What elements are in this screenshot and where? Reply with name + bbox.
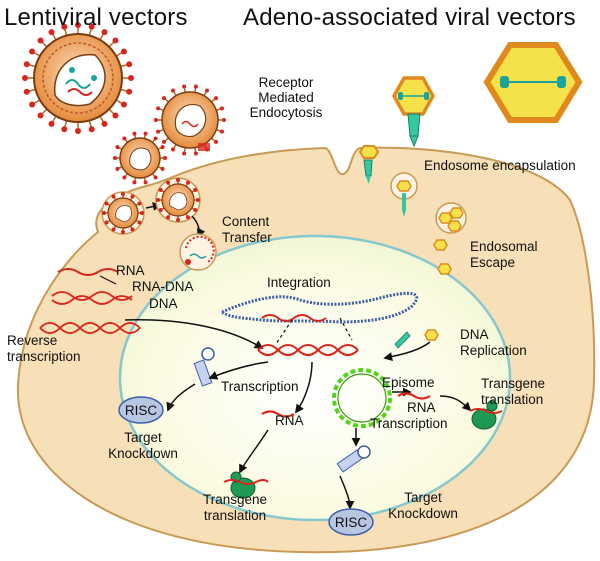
arrow-to-translation-right [439,395,472,412]
risc-complex-bottom [328,508,374,536]
aav-endosome-2 [435,202,467,234]
aav-escaped-capsids [424,239,452,341]
transgene-bottom-label-2: translation [203,508,267,523]
arrow-to-risc-left [166,383,196,412]
dna-replication-label-1: DNA [460,327,489,342]
aav-ssdna [394,331,411,349]
transgene-bottom-label-1: Transgene [202,492,268,507]
mrna-center [261,410,295,418]
arrow-transcription-down [294,361,313,414]
target-knockdown-right-label-2: Knockdown [388,506,458,521]
transgene-right-label-1: Transgene [481,376,546,391]
rna-label: RNA [116,263,145,278]
receptor-label-3: Endocytosis [249,105,323,120]
lentivirus-endosome-right [155,177,201,223]
endosomal-escape-label-2: Escape [470,255,516,270]
host-chromosome-red [261,314,327,322]
arrow-aav-to-nucleus [383,341,431,362]
arrow-to-translation-bottom [239,429,269,474]
receptor-label-2: Mediated [258,90,314,105]
lentivirus-particle-budding [113,131,167,185]
rna-center-label: RNA [275,413,304,428]
dna-helix-cyto [39,322,141,334]
episome-label: Episome [382,375,435,390]
lentiviral-vectors-title: Lentiviral vectors [4,4,188,31]
lentivirus-particle-fusing [154,84,226,156]
transgene-right-label-2: translation [481,392,544,407]
ribosome-right [469,400,503,430]
arrow-rna-to-dna [99,275,117,285]
target-knockdown-right-label-1: Target [404,490,442,505]
endosomal-escape-label-1: Endosomal [470,239,538,254]
rna-dna-label: RNA-DNA [132,279,194,294]
rna-dna-hybrid-cyto [51,291,133,305]
host-chromosome [219,291,419,324]
integration-dashed-right [339,317,353,341]
rna-strand-cyto [57,268,119,276]
ribosome-bottom [223,471,269,499]
receptor-label-1: Receptor [258,75,314,90]
arrow-to-risc-bottom [339,475,355,510]
dna-label: DNA [149,296,178,311]
content-transfer-label-2: Transfer [222,230,272,245]
content-transfer-label-1: Content [222,214,270,229]
aav-particle-bound [391,76,436,148]
provirus-dna [257,344,359,356]
mrna-right [397,392,431,400]
lentivirus-endosome-left [101,191,145,235]
shrna-hairpin-right [336,445,371,473]
integration-label: Integration [267,275,331,290]
endosome-encapsulation-label: Endosome encapsulation [424,158,576,173]
aav-vectors-title: Adeno-associated viral vectors [243,4,576,31]
target-knockdown-left-label-2: Knockdown [108,446,178,461]
shrna-hairpin-left [193,347,215,387]
aav-particle-large [483,42,583,123]
risc-bottom-label: RISC [334,515,368,530]
lentivirus-content-release [179,233,217,271]
transcription-right-label: Transcription [370,416,448,431]
integration-dashed-left [275,319,293,345]
arrow-reverse-transcription [124,318,264,349]
dna-replication-label-2: Replication [460,343,527,358]
target-knockdown-left-label-1: Target [124,430,162,445]
risc-left-label: RISC [124,403,158,418]
episome [332,368,392,428]
reverse-transcription-label-1: Reverse [7,333,58,348]
transcription-left-label: Transcription [221,379,299,394]
arrow-transcription-left [208,361,269,380]
rna-right-label: RNA [407,400,436,415]
risc-complex-left [118,396,164,424]
reverse-transcription-label-2: transcription [7,349,81,364]
aav-receptor-endocytosis [358,145,380,184]
aav-endosome-1 [390,172,418,217]
lentivirus-particle-large [22,22,134,134]
